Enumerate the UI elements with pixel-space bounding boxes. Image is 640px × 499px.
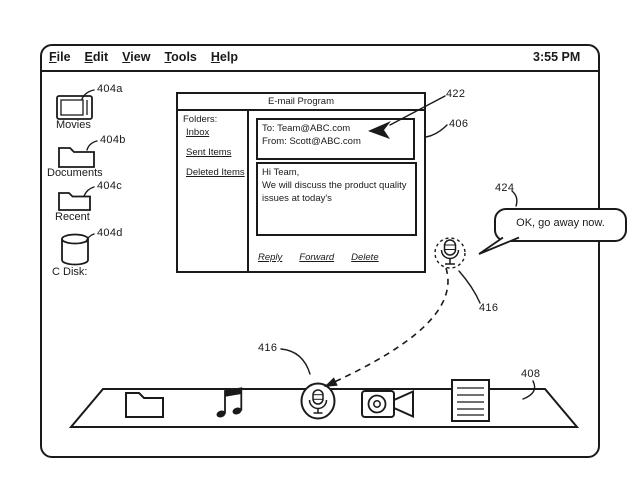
email-folders-pane: Folders: Inbox Sent Items Deleted Items xyxy=(178,111,249,271)
folder-deleted-items[interactable]: Deleted Items xyxy=(186,167,245,178)
message-from-line: From: Scott@ABC.com xyxy=(262,135,361,147)
menu-file[interactable]: File xyxy=(49,50,71,64)
folder-sent-items[interactable]: Sent Items xyxy=(186,147,232,158)
menu-edit[interactable]: Edit xyxy=(84,50,109,64)
speech-bubble: OK, go away now. xyxy=(494,208,627,242)
clock: 3:55 PM xyxy=(533,50,581,64)
menu-tools[interactable]: Tools xyxy=(164,50,197,64)
ref-404b: 404b xyxy=(100,134,126,146)
ref-416-dock: 416 xyxy=(258,342,278,354)
email-columns: Folders: Inbox Sent Items Deleted Items … xyxy=(178,111,424,271)
email-main-pane: To: Team@ABC.com From: Scott@ABC.com Hi … xyxy=(249,111,424,271)
menu-divider xyxy=(42,70,598,72)
ref-404d: 404d xyxy=(97,227,123,239)
reply-link[interactable]: Reply xyxy=(258,252,283,263)
ref-424: 424 xyxy=(495,182,515,194)
menu-help[interactable]: Help xyxy=(210,50,238,64)
message-body-box[interactable]: Hi Team, We will discuss the product qua… xyxy=(256,162,417,236)
menu-bar: File Edit View Tools Help xyxy=(49,50,238,64)
ref-422: 422 xyxy=(446,88,466,100)
desktop-icon-label-documents: Documents xyxy=(47,167,103,179)
ref-406: 406 xyxy=(449,118,469,130)
desktop-icon-label-c-disk: C Disk: xyxy=(52,266,88,278)
desktop-icon-label-recent: Recent xyxy=(55,211,90,223)
message-header-box: To: Team@ABC.com From: Scott@ABC.com xyxy=(256,118,415,160)
email-window-title: E-mail Program xyxy=(178,94,424,111)
ref-404c: 404c xyxy=(97,180,123,192)
desktop-icon-label-movies: Movies xyxy=(56,119,91,131)
ref-404a: 404a xyxy=(97,83,123,95)
folders-heading: Folders: xyxy=(183,114,218,125)
ref-408: 408 xyxy=(521,368,541,380)
folder-inbox[interactable]: Inbox xyxy=(186,127,210,138)
message-actions: Reply Forward Delete xyxy=(258,252,379,263)
delete-link[interactable]: Delete xyxy=(351,252,379,263)
ref-416-floating: 416 xyxy=(479,302,499,314)
forward-link[interactable]: Forward xyxy=(299,252,335,263)
message-to-line: To: Team@ABC.com xyxy=(262,123,351,134)
email-window: E-mail Program Folders: Inbox Sent Items… xyxy=(176,92,426,273)
menu-view[interactable]: View xyxy=(122,50,151,64)
